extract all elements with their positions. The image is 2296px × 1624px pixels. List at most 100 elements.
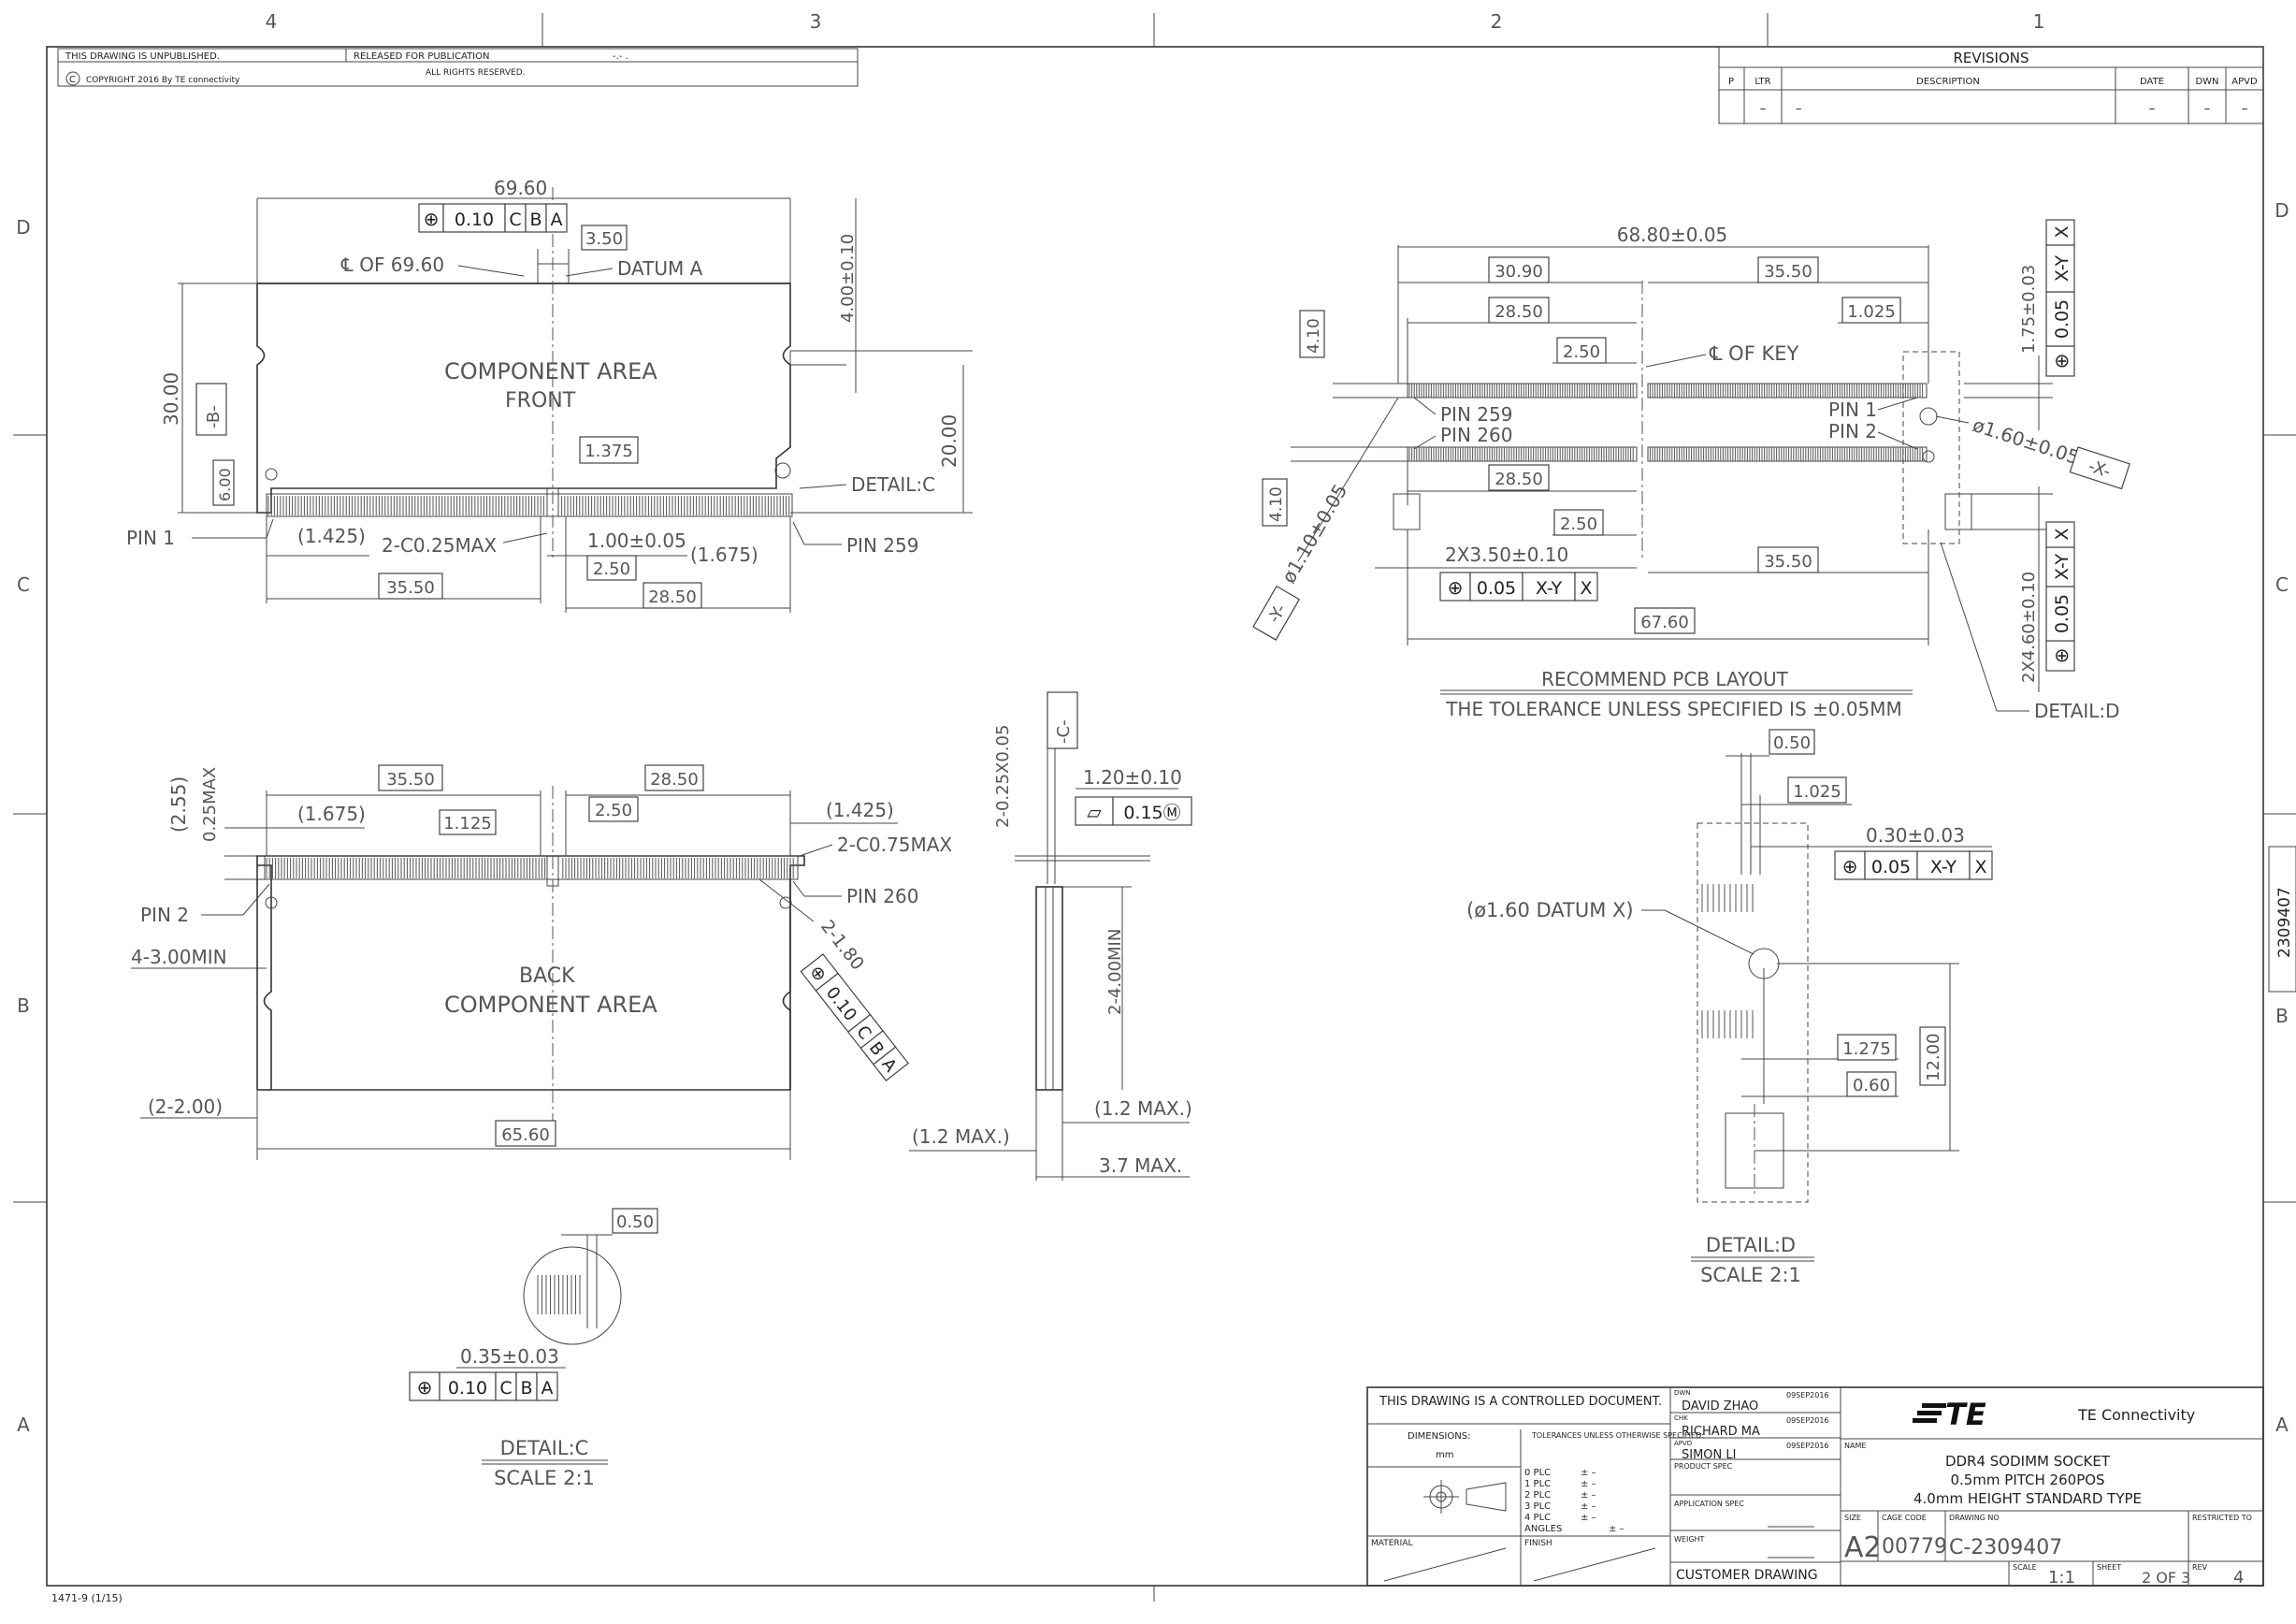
detail-d-gdt-frame: ⊕ 0.05 X-Y X: [1834, 850, 1993, 880]
svg-text:X-Y: X-Y: [1536, 578, 1563, 599]
size-label: SIZE: [1844, 1514, 1861, 1522]
detail-d-pads: [1701, 884, 1754, 1038]
plc-row: 3 PLC: [1524, 1501, 1551, 1512]
plc-value: ± –: [1609, 1524, 1625, 1534]
controlled-note: THIS DRAWING IS A CONTROLLED DOCUMENT.: [1379, 1395, 1662, 1409]
unpublished-note: THIS DRAWING IS UNPUBLISHED.: [65, 51, 220, 62]
pcb-hole-dim: ø1.60±0.05: [1970, 413, 2082, 469]
pcb-gdt-frame-v2: ⊕ 0.05 X-Y X: [2045, 521, 2075, 672]
dim-2-50: 2.50: [593, 559, 630, 579]
side-tab-number: 2309407: [2275, 887, 2294, 958]
rev-cell: –: [2149, 102, 2156, 116]
plc-row: 2 PLC: [1524, 1490, 1551, 1501]
dim-30-90: 30.90: [1495, 262, 1543, 282]
datum-c-label: -C-: [1054, 719, 1074, 744]
rev-col: DWN: [2195, 77, 2218, 87]
plc-value: ± –: [1581, 1490, 1596, 1501]
dim-28-50-back: 28.50: [650, 770, 699, 790]
pcb-pin-260: PIN 260: [1440, 424, 1512, 446]
svg-text:⊕: ⊕: [417, 1376, 433, 1399]
drawn-by: DAVID ZHAO: [1682, 1399, 1758, 1414]
dim-1-20: 1.20±0.10: [1083, 766, 1182, 789]
revisions-table: REVISIONS P LTR DESCRIPTION DATE DWN APV…: [1718, 46, 2264, 124]
svg-text:A: A: [542, 1378, 554, 1399]
drawing-frame: 4 3 2 1 D C B A D C B A 2309407 1471-9 (…: [13, 10, 2296, 1604]
material-label: MATERIAL: [1371, 1539, 1413, 1548]
drawing-number: C-2309407: [1949, 1536, 2062, 1559]
dim-1-2max-r: (1.2 MAX.): [1094, 1097, 1192, 1120]
plc-value: ± –: [1581, 1479, 1596, 1489]
title-block: THIS DRAWING IS A CONTROLLED DOCUMENT. D…: [1366, 1386, 2264, 1588]
holes-note: 4-3.00MIN: [131, 946, 227, 968]
rev-col: P: [1728, 77, 1734, 87]
dim-0-35: 0.35±0.03: [460, 1345, 559, 1368]
svg-text:B: B: [529, 210, 542, 230]
checked-date: 09SEP2016: [1786, 1416, 1829, 1425]
dim-35-50: 35.50: [386, 578, 435, 598]
dim-1-675-back: (1.675): [297, 803, 366, 825]
svg-text:0.10: 0.10: [455, 210, 494, 230]
drawn-date: 09SEP2016: [1786, 1391, 1829, 1399]
dim-30-00: 30.00: [160, 372, 182, 426]
dim-28-50-pcb-bot: 28.50: [1495, 470, 1543, 489]
svg-text:0.15Ⓜ: 0.15Ⓜ: [1123, 803, 1180, 823]
rev-col: LTR: [1754, 77, 1770, 87]
centerline-note: ℄ OF 69.60: [340, 254, 444, 276]
svg-text:A: A: [551, 210, 563, 230]
cage-code: 00779: [1882, 1535, 1947, 1559]
drawing-scale: 1:1: [2048, 1568, 2075, 1588]
pcb-layout-title: RECOMMEND PCB LAYOUT: [1541, 668, 1788, 690]
pcb-gdt-frame-v1: ⊕ 0.05 X-Y X: [2045, 219, 2075, 377]
dim-0-30: 0.30±0.03: [1866, 824, 1965, 847]
dim-4-00: 4.00±0.10: [838, 234, 858, 323]
svg-text:B: B: [520, 1378, 532, 1399]
apvd-label: APVD: [1674, 1440, 1692, 1447]
chamfer-note: 2-C0.25MAX: [382, 534, 497, 557]
part-name-line: DDR4 SODIMM SOCKET: [1945, 1453, 2111, 1470]
pin-2-label: PIN 2: [140, 904, 189, 926]
tolerances-label: TOLERANCES UNLESS OTHERWISE SPECIFIED:: [1531, 1431, 1704, 1440]
rev-cell: –: [2242, 102, 2248, 116]
front-label: COMPONENT AREA: [444, 358, 657, 384]
detail-d-callout: DETAIL:D: [2034, 700, 2120, 722]
detail-c-view: 0.50 0.35±0.03 ⊕ 0.10 C B A DETAIL:C SCA…: [409, 1208, 658, 1489]
dim-65-60: 65.60: [501, 1125, 550, 1145]
drawing-number-label: DRAWING NO: [1949, 1514, 2000, 1522]
dim-2-55: (2.55): [167, 776, 190, 833]
side-view: -C- 2-0.25X0.05 1.20±0.10 ▱ 0.15Ⓜ 2-4.00…: [909, 691, 1192, 1181]
detail-c-contacts: [537, 1275, 581, 1314]
svg-text:⊕: ⊕: [424, 208, 440, 230]
sheet-label: SHEET: [2097, 1563, 2121, 1572]
dim-1-2max-l: (1.2 MAX.): [912, 1125, 1010, 1148]
dim-0-50-detail-d: 0.50: [1773, 733, 1811, 753]
dim-6-00: 6.00: [216, 468, 234, 501]
dim-28-50: 28.50: [648, 587, 697, 607]
finish-label: FINISH: [1524, 1539, 1552, 1548]
svg-text:TE: TE: [1945, 1397, 1986, 1432]
checked-by: RICHARD MA: [1682, 1425, 1760, 1439]
rev-col: APVD: [2231, 77, 2258, 87]
third-angle-projection-icon: [1423, 1480, 1507, 1514]
svg-text:0.05: 0.05: [1477, 578, 1516, 599]
dim-67-60: 67.60: [1640, 613, 1689, 632]
dim-68-80: 68.80±0.05: [1617, 224, 1728, 246]
dim-1-425-back: (1.425): [826, 799, 894, 821]
centerline-key-note: ℄ OF KEY: [1709, 342, 1798, 365]
rev-label: REV: [2192, 1563, 2208, 1572]
restricted-label: RESTRICTED TO: [2192, 1514, 2252, 1522]
front-gdt-frame: ⊕ 0.10 C B A: [418, 203, 568, 233]
svg-text:X-Y: X-Y: [2052, 254, 2072, 282]
dim-2-50-back: 2.50: [595, 801, 632, 820]
svg-text:⊕: ⊕: [1448, 576, 1464, 599]
dim-35-50-pcb: 35.50: [1764, 262, 1812, 282]
dim-0-25: 0.25MAX: [200, 767, 220, 842]
svg-text:0.05: 0.05: [1871, 857, 1911, 877]
te-logo: TE: [1913, 1397, 1986, 1432]
dim-4-10-top: 4.10: [1305, 318, 1323, 354]
dim-0-60: 0.60: [1853, 1076, 1890, 1095]
svg-text:0.05: 0.05: [2052, 594, 2072, 633]
detail-d-title: DETAIL:D: [1706, 1234, 1796, 1256]
rev-col: DESCRIPTION: [1916, 77, 1980, 87]
dim-1-425: (1.425): [297, 525, 366, 547]
